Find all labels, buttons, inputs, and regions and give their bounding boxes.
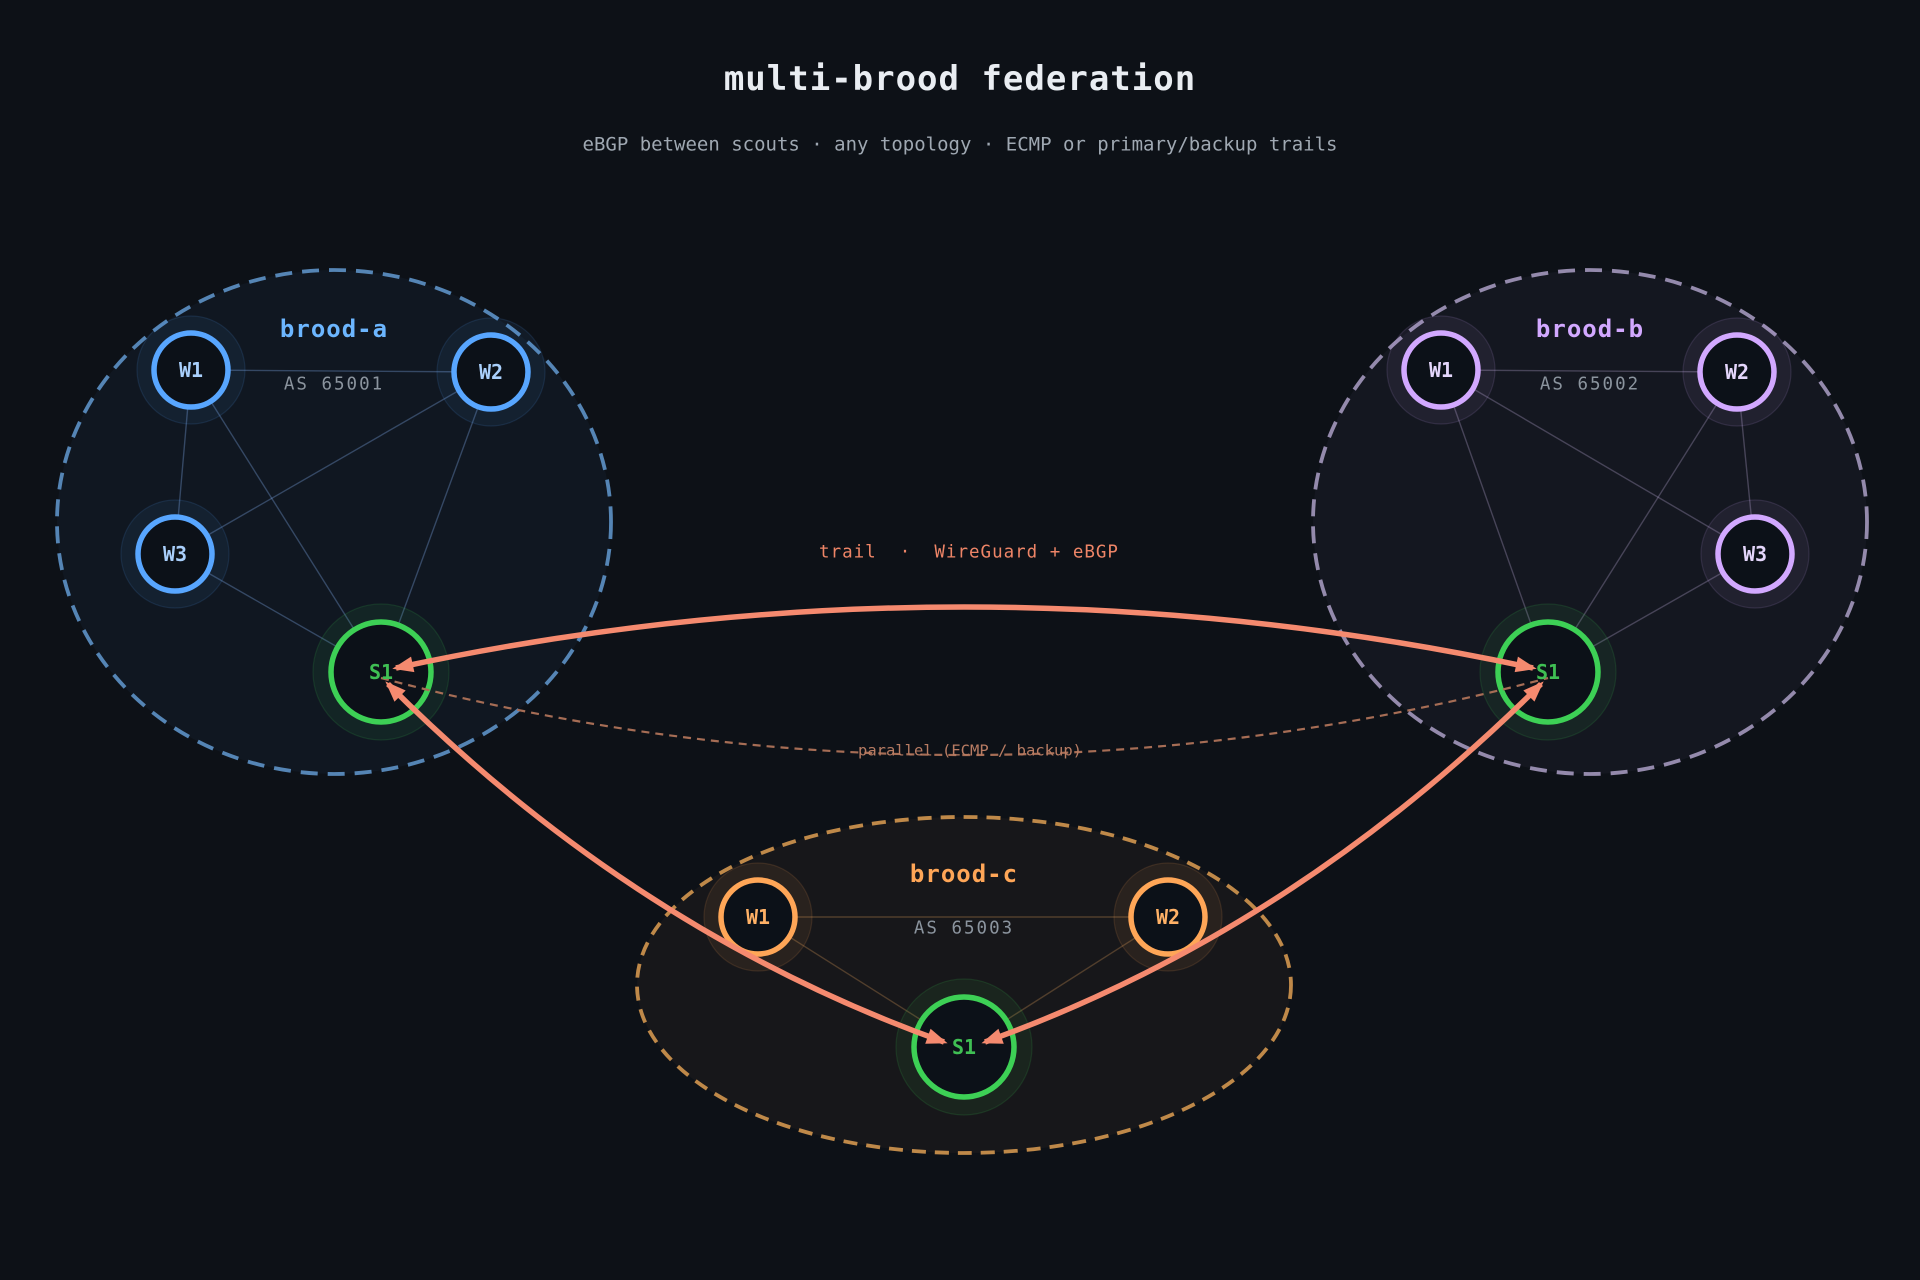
mesh-edge [380, 371, 492, 673]
brood-b-title: brood-b [1535, 315, 1645, 343]
mesh-edge [190, 369, 382, 673]
brood-b-w3-node [1715, 514, 1795, 594]
brood-b-w2-label: W2 [1724, 360, 1750, 384]
brood-c-s1-label: S1 [951, 1035, 977, 1059]
trail-a-c [385, 681, 948, 1045]
page-title: multi-brood federation [723, 59, 1197, 99]
parallel-ecmp-link [380, 676, 1549, 757]
mesh-edge [174, 371, 492, 555]
page-subtitle: eBGP between scouts · any topology · ECM… [582, 133, 1338, 156]
parallel-type-label: parallel (ECMP / backup) [858, 741, 1082, 760]
brood-a-title: brood-a [279, 315, 389, 343]
brood-a-w3-label: W3 [162, 542, 188, 566]
mesh-edge [1440, 369, 1756, 555]
brood-c-as-label: AS 65003 [913, 918, 1015, 939]
trails [385, 604, 1544, 1045]
trail-b-c [981, 681, 1544, 1045]
brood-a-w1-node [151, 330, 231, 410]
brood-a-w2-label: W2 [478, 360, 504, 384]
brood-c-w1-label: W1 [745, 905, 771, 929]
brood-c-w2-label: W2 [1155, 905, 1181, 929]
mesh-edge [1547, 371, 1738, 673]
brood-a-as-label: AS 65001 [283, 374, 385, 395]
brood-b-w2-node [1697, 332, 1777, 412]
brood-b-as-label: AS 65002 [1539, 374, 1641, 395]
brood-b-w1-label: W1 [1428, 358, 1454, 382]
brood-c-title: brood-c [909, 860, 1019, 888]
brood-b-s1-label: S1 [1535, 660, 1561, 684]
mesh-edge [1440, 369, 1738, 373]
brood-a-w2-node [451, 332, 531, 412]
brood-a-w1-label: W1 [178, 358, 204, 382]
mesh-edge [190, 369, 492, 373]
brood-a-s1-label: S1 [368, 660, 394, 684]
trail-a-b [392, 604, 1537, 673]
brood-b-mesh [1440, 369, 1756, 673]
trail-type-label: trail · WireGuard + eBGP [819, 542, 1119, 563]
brood-a-w3-node [135, 514, 215, 594]
mesh-edge [1440, 369, 1549, 673]
brood-b-w1-node [1401, 330, 1481, 410]
brood-b-w3-label: W3 [1742, 542, 1768, 566]
